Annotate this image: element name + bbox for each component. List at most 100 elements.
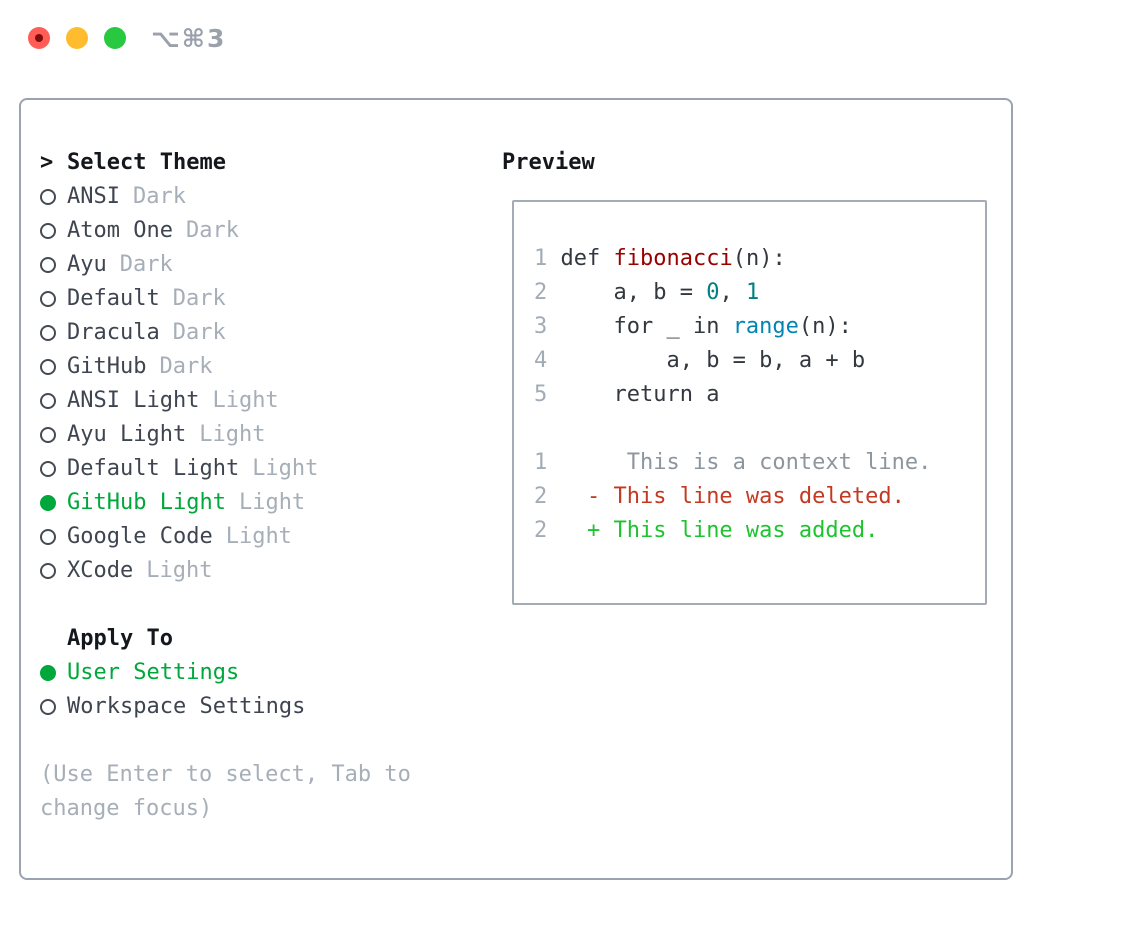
theme-name: Google Code bbox=[67, 524, 213, 549]
diff-deleted-text: - This line was deleted. bbox=[547, 484, 905, 509]
radio-icon bbox=[40, 180, 67, 214]
code-token-function: fibonacci bbox=[613, 246, 733, 271]
code-token: , bbox=[719, 280, 746, 305]
theme-variant-tag: Dark bbox=[159, 354, 213, 379]
line-number: 2 bbox=[534, 518, 548, 543]
theme-option-github[interactable]: GitHub Dark bbox=[40, 350, 502, 384]
theme-option-ayu-light[interactable]: Ayu Light Light bbox=[40, 418, 502, 452]
preview-header-row: Preview bbox=[502, 146, 1011, 180]
zoom-icon[interactable] bbox=[104, 27, 126, 49]
section-title-apply-to: Apply To bbox=[67, 626, 173, 651]
section-title-select-theme: Select Theme bbox=[67, 150, 226, 175]
radio-icon bbox=[40, 554, 67, 588]
theme-name: Ayu Light bbox=[67, 422, 187, 447]
theme-variant-tag: Light bbox=[212, 388, 279, 413]
window-controls bbox=[28, 27, 126, 49]
theme-option-ansi[interactable]: ANSI Dark bbox=[40, 180, 502, 214]
theme-variant-tag: Light bbox=[252, 456, 319, 481]
diff-added-text: + This line was added. bbox=[547, 518, 879, 543]
code-line: 4 a, b = b, a + b bbox=[534, 344, 985, 378]
theme-variant-tag: Dark bbox=[185, 218, 239, 243]
code-token: a, b = b, a + b bbox=[547, 348, 866, 373]
theme-name: XCode bbox=[67, 558, 134, 583]
theme-option-ansi-light[interactable]: ANSI Light Light bbox=[40, 384, 502, 418]
theme-name: Atom One bbox=[67, 218, 173, 243]
select-theme-header-row: > Select Theme bbox=[40, 146, 502, 180]
marker-empty bbox=[40, 622, 67, 656]
theme-variant-tag: Light bbox=[146, 558, 213, 583]
apply-to-header-row: Apply To bbox=[40, 622, 502, 656]
code-token: for _ in bbox=[547, 314, 733, 339]
theme-variant-tag: Light bbox=[199, 422, 266, 447]
radio-icon bbox=[40, 214, 67, 248]
spacer bbox=[40, 588, 502, 622]
preview-column: Preview 1 def fibonacci(n): 2 a, b = 0, … bbox=[502, 146, 1011, 878]
cursor-icon: > bbox=[40, 150, 54, 175]
radio-selected-icon bbox=[40, 486, 67, 520]
line-number: 1 bbox=[534, 450, 548, 475]
diff-context-text: This is a context line. bbox=[547, 450, 932, 475]
titlebar: ⌥⌘3 bbox=[0, 0, 1140, 98]
radio-icon bbox=[40, 248, 67, 282]
radio-icon bbox=[40, 384, 67, 418]
apply-option-label: User Settings bbox=[67, 660, 240, 685]
theme-option-ayu[interactable]: Ayu Dark bbox=[40, 248, 502, 282]
radio-icon bbox=[40, 316, 67, 350]
theme-variant-tag: Dark bbox=[119, 252, 173, 277]
line-number: 4 bbox=[534, 348, 548, 373]
code-token: return a bbox=[547, 382, 720, 407]
theme-option-github-light[interactable]: GitHub Light Light bbox=[40, 486, 502, 520]
theme-name: Default Light bbox=[67, 456, 240, 481]
theme-option-google-code[interactable]: Google Code Light bbox=[40, 520, 502, 554]
line-number: 2 bbox=[534, 484, 548, 509]
code-token-number: 1 bbox=[745, 280, 760, 305]
code-token: (n): bbox=[732, 246, 786, 271]
apply-option-label: Workspace Settings bbox=[67, 694, 306, 719]
theme-name: GitHub Light bbox=[67, 490, 226, 515]
theme-list-column: > Select Theme ANSI Dark Atom One Dark A… bbox=[40, 146, 502, 878]
preview-title: Preview bbox=[502, 150, 595, 175]
radio-icon bbox=[40, 418, 67, 452]
code-token-number: 0 bbox=[706, 280, 720, 305]
apply-option-user-settings[interactable]: User Settings bbox=[40, 656, 502, 690]
theme-variant-tag: Dark bbox=[172, 320, 226, 345]
line-number: 5 bbox=[534, 382, 548, 407]
code-token-builtin: range bbox=[732, 314, 799, 339]
minimize-icon[interactable] bbox=[66, 27, 88, 49]
line-number: 1 bbox=[534, 246, 548, 271]
close-icon[interactable] bbox=[28, 27, 50, 49]
code-token: def bbox=[547, 246, 614, 271]
theme-name: ANSI Light bbox=[67, 388, 200, 413]
theme-option-default-light[interactable]: Default Light Light bbox=[40, 452, 502, 486]
theme-variant-tag: Dark bbox=[132, 184, 186, 209]
hint-text-line-2: change focus) bbox=[40, 796, 213, 821]
theme-variant-tag: Dark bbox=[172, 286, 226, 311]
theme-variant-tag: Light bbox=[225, 524, 292, 549]
preview-box: 1 def fibonacci(n): 2 a, b = 0, 1 3 for … bbox=[512, 200, 987, 605]
spacer bbox=[40, 724, 502, 758]
theme-option-default[interactable]: Default Dark bbox=[40, 282, 502, 316]
theme-option-dracula[interactable]: Dracula Dark bbox=[40, 316, 502, 350]
line-number: 3 bbox=[534, 314, 548, 339]
theme-option-atom-one[interactable]: Atom One Dark bbox=[40, 214, 502, 248]
window-shortcut-label: ⌥⌘3 bbox=[151, 23, 227, 53]
theme-name: ANSI bbox=[67, 184, 120, 209]
diff-preview: 1 This is a context line. 2 - This line … bbox=[534, 446, 985, 548]
theme-name: Ayu bbox=[67, 252, 107, 277]
code-line: 3 for _ in range(n): bbox=[534, 310, 985, 344]
radio-icon bbox=[40, 282, 67, 316]
code-line: 5 return a bbox=[534, 378, 985, 412]
apply-option-workspace-settings[interactable]: Workspace Settings bbox=[40, 690, 502, 724]
radio-icon bbox=[40, 452, 67, 486]
radio-selected-icon bbox=[40, 656, 67, 690]
code-token: a, b = bbox=[547, 280, 707, 305]
diff-context-line: 1 This is a context line. bbox=[534, 446, 985, 480]
code-line: 1 def fibonacci(n): bbox=[534, 242, 985, 276]
theme-name: Default bbox=[67, 286, 160, 311]
theme-name: GitHub bbox=[67, 354, 147, 379]
theme-option-xcode[interactable]: XCode Light bbox=[40, 554, 502, 588]
diff-deleted-line: 2 - This line was deleted. bbox=[534, 480, 985, 514]
theme-picker-panel: > Select Theme ANSI Dark Atom One Dark A… bbox=[19, 98, 1013, 880]
radio-icon bbox=[40, 520, 67, 554]
